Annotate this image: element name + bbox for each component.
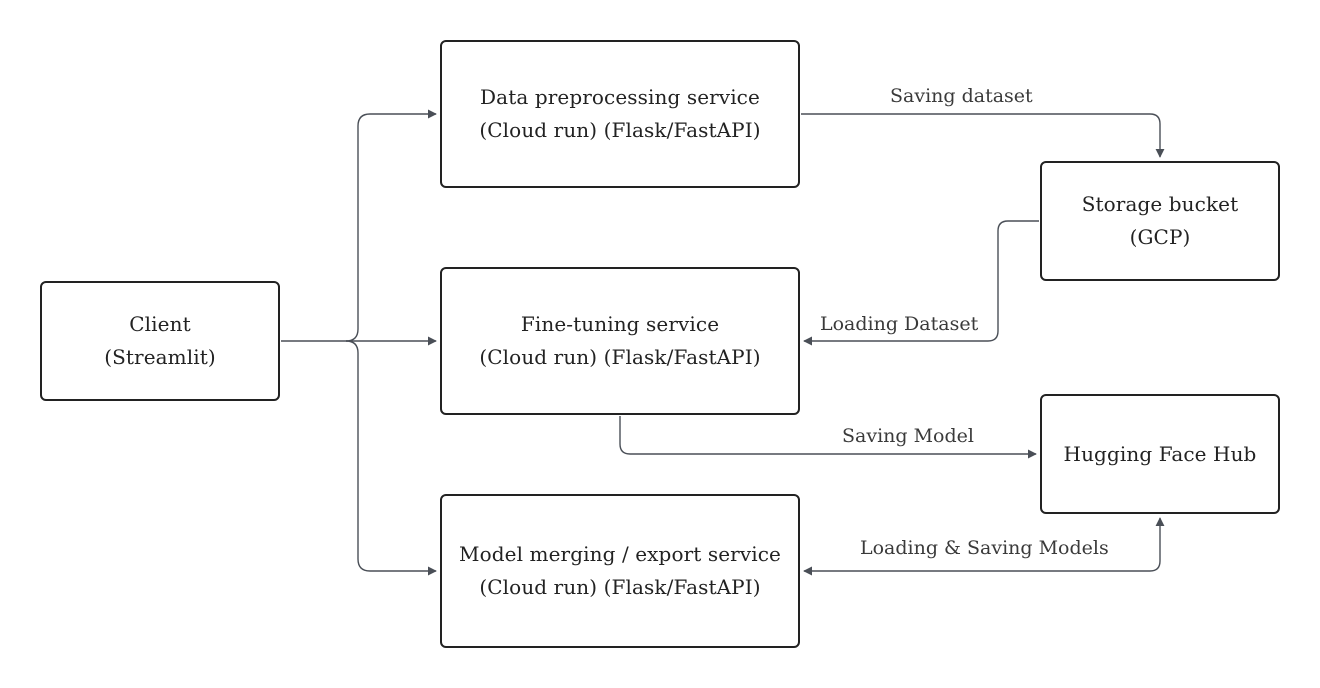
merging-subtitle: (Cloud run) (Flask/FastAPI) xyxy=(479,575,761,599)
client-title: Client xyxy=(129,312,191,336)
edge-label-saving-dataset: Saving dataset xyxy=(888,85,1035,107)
edge-label-loading-saving-models: Loading & Saving Models xyxy=(858,537,1111,559)
storage-subtitle: (GCP) xyxy=(1129,225,1191,249)
finetuning-service-node: Fine-tuning service (Cloud run) (Flask/F… xyxy=(440,267,800,415)
storage-bucket-node: Storage bucket (GCP) xyxy=(1040,161,1280,281)
client-subtitle: (Streamlit) xyxy=(104,345,216,369)
edge-label-loading-dataset: Loading Dataset xyxy=(818,313,981,335)
hub-title: Hugging Face Hub xyxy=(1063,441,1257,466)
finetuning-subtitle: (Cloud run) (Flask/FastAPI) xyxy=(479,345,761,369)
preprocessing-subtitle: (Cloud run) (Flask/FastAPI) xyxy=(479,118,761,142)
edge-client-to-merging xyxy=(345,340,437,576)
merging-title: Model merging / export service xyxy=(459,542,781,566)
finetuning-title: Fine-tuning service xyxy=(520,312,720,336)
preprocessing-service-node: Data preprocessing service (Cloud run) (… xyxy=(440,40,800,188)
client-node: Client (Streamlit) xyxy=(40,281,280,401)
preprocessing-title: Data preprocessing service xyxy=(480,85,760,109)
hugging-face-hub-node: Hugging Face Hub xyxy=(1040,394,1280,514)
edge-storage-to-finetuning xyxy=(803,220,1039,346)
merging-service-node: Model merging / export service (Cloud ru… xyxy=(440,494,800,648)
edge-client-to-preprocessing xyxy=(345,109,437,342)
edge-merging-hub-bidirectional xyxy=(803,517,1165,576)
storage-title: Storage bucket xyxy=(1081,192,1239,216)
edge-preprocessing-to-storage xyxy=(801,113,1165,158)
edge-finetuning-to-hub xyxy=(619,416,1037,459)
edge-label-saving-model: Saving Model xyxy=(840,425,976,447)
